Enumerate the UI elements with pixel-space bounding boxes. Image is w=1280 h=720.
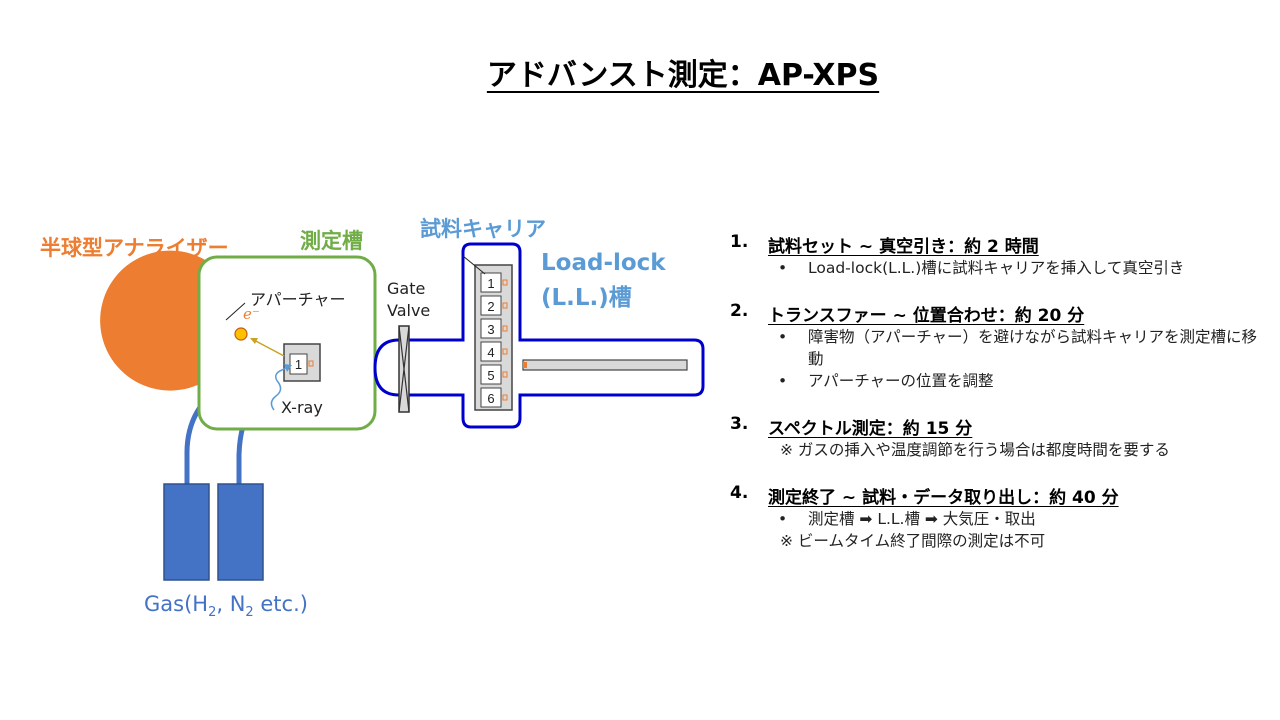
step-item: 2. トランスファー ~ 位置合わせ：約 20 分 • 障害物（アパーチャー）を避けな… (730, 301, 1270, 392)
step-heading: 1. 試料セット ~ 真空引き：約 2 時間 (730, 232, 1270, 257)
loadlock-label-line1: Load-lock (541, 250, 666, 276)
step-title: トランスファー ~ 位置合わせ：約 20 分 (768, 306, 1085, 326)
carrier-slot-label: 1 (487, 276, 494, 291)
step-bullet: • Load-lock(L.L.)槽に試料キャリアを挿入して真空引き (778, 257, 1270, 279)
carrier-slot-label: 6 (487, 391, 494, 406)
gate-valve-label-line1: Gate (387, 279, 426, 298)
carrier-slot-label: 2 (487, 299, 494, 314)
step-note: ※ ビームタイム終了間際の測定は不可 (780, 532, 1046, 550)
step-title: 試料セット ~ 真空引き：約 2 時間 (768, 237, 1039, 257)
sample-1-label: 1 (295, 357, 302, 372)
aperture-label: アパーチャー (250, 290, 346, 309)
step-item: 1. 試料セット ~ 真空引き：約 2 時間 • Load-lock(L.L.)槽に試… (730, 232, 1270, 279)
step-note: ※ ガスの挿入や温度調節を行う場合は都度時間を要する (780, 441, 1170, 459)
carrier-pointer (462, 255, 486, 275)
carrier-slot (480, 272, 502, 293)
electron-label: e⁻ (243, 305, 260, 323)
step-number: 3. (730, 414, 749, 434)
carrier-slot-label: 3 (487, 322, 494, 337)
bullet-text: アパーチャーの位置を調整 (808, 372, 994, 390)
bullet-icon: • (778, 259, 788, 277)
step-item: 3. スペクトル測定：約 15 分 ※ ガスの挿入や温度調節を行う場合は都度時間を要… (730, 414, 1270, 461)
step-heading: 2. トランスファー ~ 位置合わせ：約 20 分 (730, 301, 1270, 326)
bullet-icon: • (778, 328, 788, 346)
step-item: 4. 測定終了 ~ 試料・データ取り出し：約 40 分 • 測定槽 ➡ L.L.槽 ➡… (730, 483, 1270, 552)
loadlock-label-line2: (L.L.)槽 (541, 285, 632, 311)
carrier-slot-label: 5 (487, 368, 494, 383)
sample-1 (289, 353, 308, 375)
carrier-label: 試料キャリア (420, 217, 546, 241)
step-bullet: • 測定槽 ➡ L.L.槽 ➡ 大気圧・取出 (778, 508, 1270, 530)
bullet-text: 障害物（アパーチャー）を避けながら試料キャリアを測定槽に移動 (808, 328, 1258, 368)
step-title: スペクトル測定：約 15 分 (768, 419, 973, 439)
carrier-slot (480, 364, 502, 385)
gas-cylinder-right (217, 483, 264, 581)
bullet-icon: • (778, 372, 788, 390)
xray-wave (270, 365, 291, 411)
step-bullet: • アパーチャーの位置を調整 (778, 370, 1270, 392)
chamber-label: 測定槽 (300, 229, 363, 253)
analyzer-label: 半球型アナライザー (40, 236, 229, 260)
loadlock-chamber (373, 242, 705, 429)
bullet-text: 測定槽 ➡ L.L.槽 ➡ 大気圧・取出 (808, 510, 1036, 528)
aperture-pointer (225, 302, 246, 321)
step-heading: 4. 測定終了 ~ 試料・データ取り出し：約 40 分 (730, 483, 1270, 508)
carrier-slot (480, 295, 502, 316)
gas-cylinder-left (163, 483, 210, 581)
page-title: アドバンスト測定：AP-XPS (486, 58, 880, 93)
electron-arrow (251, 338, 285, 357)
transfer-rod (522, 359, 688, 371)
gate-valve-label-line2: Valve (387, 301, 431, 320)
procedure-steps: 1. 試料セット ~ 真空引き：約 2 時間 • Load-lock(L.L.)槽に試… (730, 232, 1270, 566)
carrier-slot (480, 318, 502, 339)
bullet-icon: • (778, 510, 788, 528)
step-number: 1. (730, 232, 749, 252)
step-title: 測定終了 ~ 試料・データ取り出し：約 40 分 (768, 488, 1119, 508)
carrier-slot (480, 341, 502, 362)
step-heading: 3. スペクトル測定：約 15 分 (730, 414, 1270, 439)
carrier-slots: 1 2 3 4 5 6 (480, 272, 508, 408)
electron-dot (234, 327, 248, 341)
xray-label: X-ray (281, 398, 323, 417)
carrier-slot (480, 387, 502, 408)
step-bullet: • 障害物（アパーチャー）を避けながら試料キャリアを測定槽に移動 (778, 326, 1270, 370)
measurement-chamber (197, 255, 377, 431)
gas-label: Gas(H2, N2 etc.) (144, 592, 308, 621)
bullet-text: Load-lock(L.L.)槽に試料キャリアを挿入して真空引き (808, 259, 1185, 277)
carrier-slot-label: 4 (487, 345, 494, 360)
step-number: 4. (730, 483, 749, 503)
step-number: 2. (730, 301, 749, 321)
